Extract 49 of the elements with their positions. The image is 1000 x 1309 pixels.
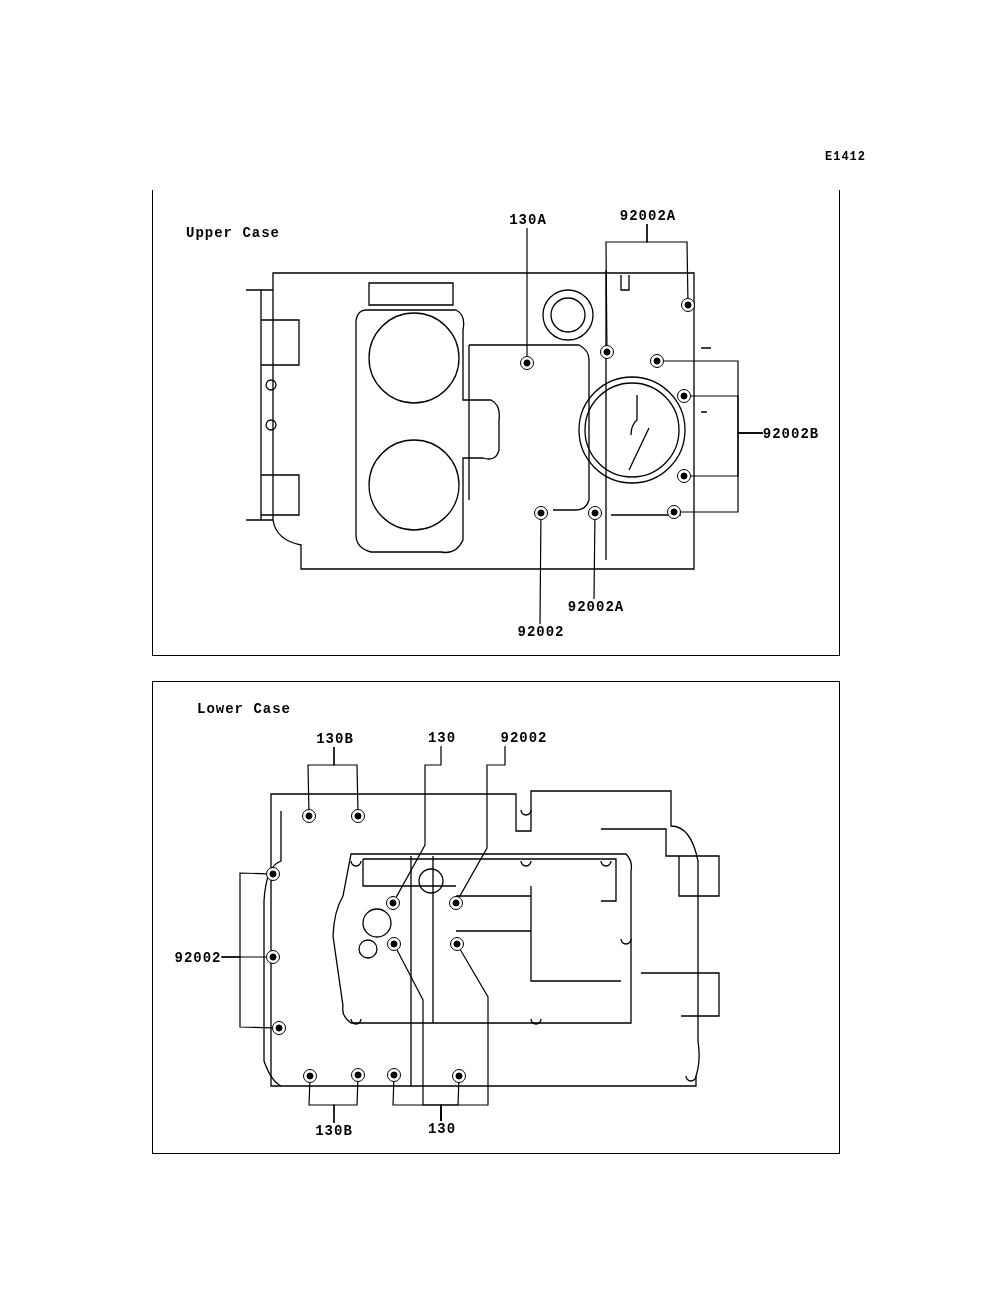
bolt-hole xyxy=(534,506,548,520)
bolt-hole xyxy=(387,937,401,951)
part-number: 130A xyxy=(509,212,547,228)
bolt-hole xyxy=(302,809,316,823)
part-number: 130 xyxy=(427,730,457,746)
bolt-hole xyxy=(588,506,602,520)
bolt-hole xyxy=(600,345,614,359)
leader-line xyxy=(395,745,442,898)
leader-line xyxy=(593,519,596,600)
part-number: 92002B xyxy=(762,426,820,442)
bolt-hole xyxy=(449,896,463,910)
panel-frame xyxy=(152,190,840,656)
leader-line xyxy=(333,1081,359,1124)
bolt-hole xyxy=(272,1021,286,1035)
bolt-hole xyxy=(520,356,534,370)
bolt-hole xyxy=(351,809,365,823)
part-number: 92002A xyxy=(567,599,625,615)
leader-line xyxy=(526,227,528,357)
part-number: 92002 xyxy=(500,730,548,746)
bolt-hole xyxy=(351,1068,365,1082)
bolt-hole xyxy=(650,354,664,368)
bolt-hole xyxy=(677,469,691,483)
part-number: 130B xyxy=(315,1123,353,1139)
leader-line xyxy=(680,432,764,513)
bolt-hole xyxy=(667,505,681,519)
panel-frame xyxy=(152,681,840,1154)
leader-line xyxy=(646,223,689,299)
bolt-hole xyxy=(386,896,400,910)
part-number: 130B xyxy=(316,731,354,747)
part-number: 92002A xyxy=(619,208,677,224)
panel-heading: Lower Case xyxy=(197,701,291,717)
bolt-hole xyxy=(266,950,280,964)
leader-line xyxy=(440,949,489,1122)
part-number: 92002 xyxy=(517,624,565,640)
leader-line xyxy=(333,746,359,810)
panel-heading: Upper Case xyxy=(186,225,280,241)
leader-line xyxy=(539,519,542,625)
part-number: 130 xyxy=(427,1121,457,1137)
bolt-hole xyxy=(450,937,464,951)
bolt-hole xyxy=(266,867,280,881)
leader-line xyxy=(220,956,273,1029)
leader-line xyxy=(458,745,506,898)
bolt-hole xyxy=(681,298,695,312)
bolt-hole xyxy=(303,1069,317,1083)
bolt-hole xyxy=(452,1069,466,1083)
figure-code: E1412 xyxy=(825,149,866,165)
bolt-hole xyxy=(677,389,691,403)
part-number: 92002 xyxy=(174,950,222,966)
bolt-hole xyxy=(387,1068,401,1082)
